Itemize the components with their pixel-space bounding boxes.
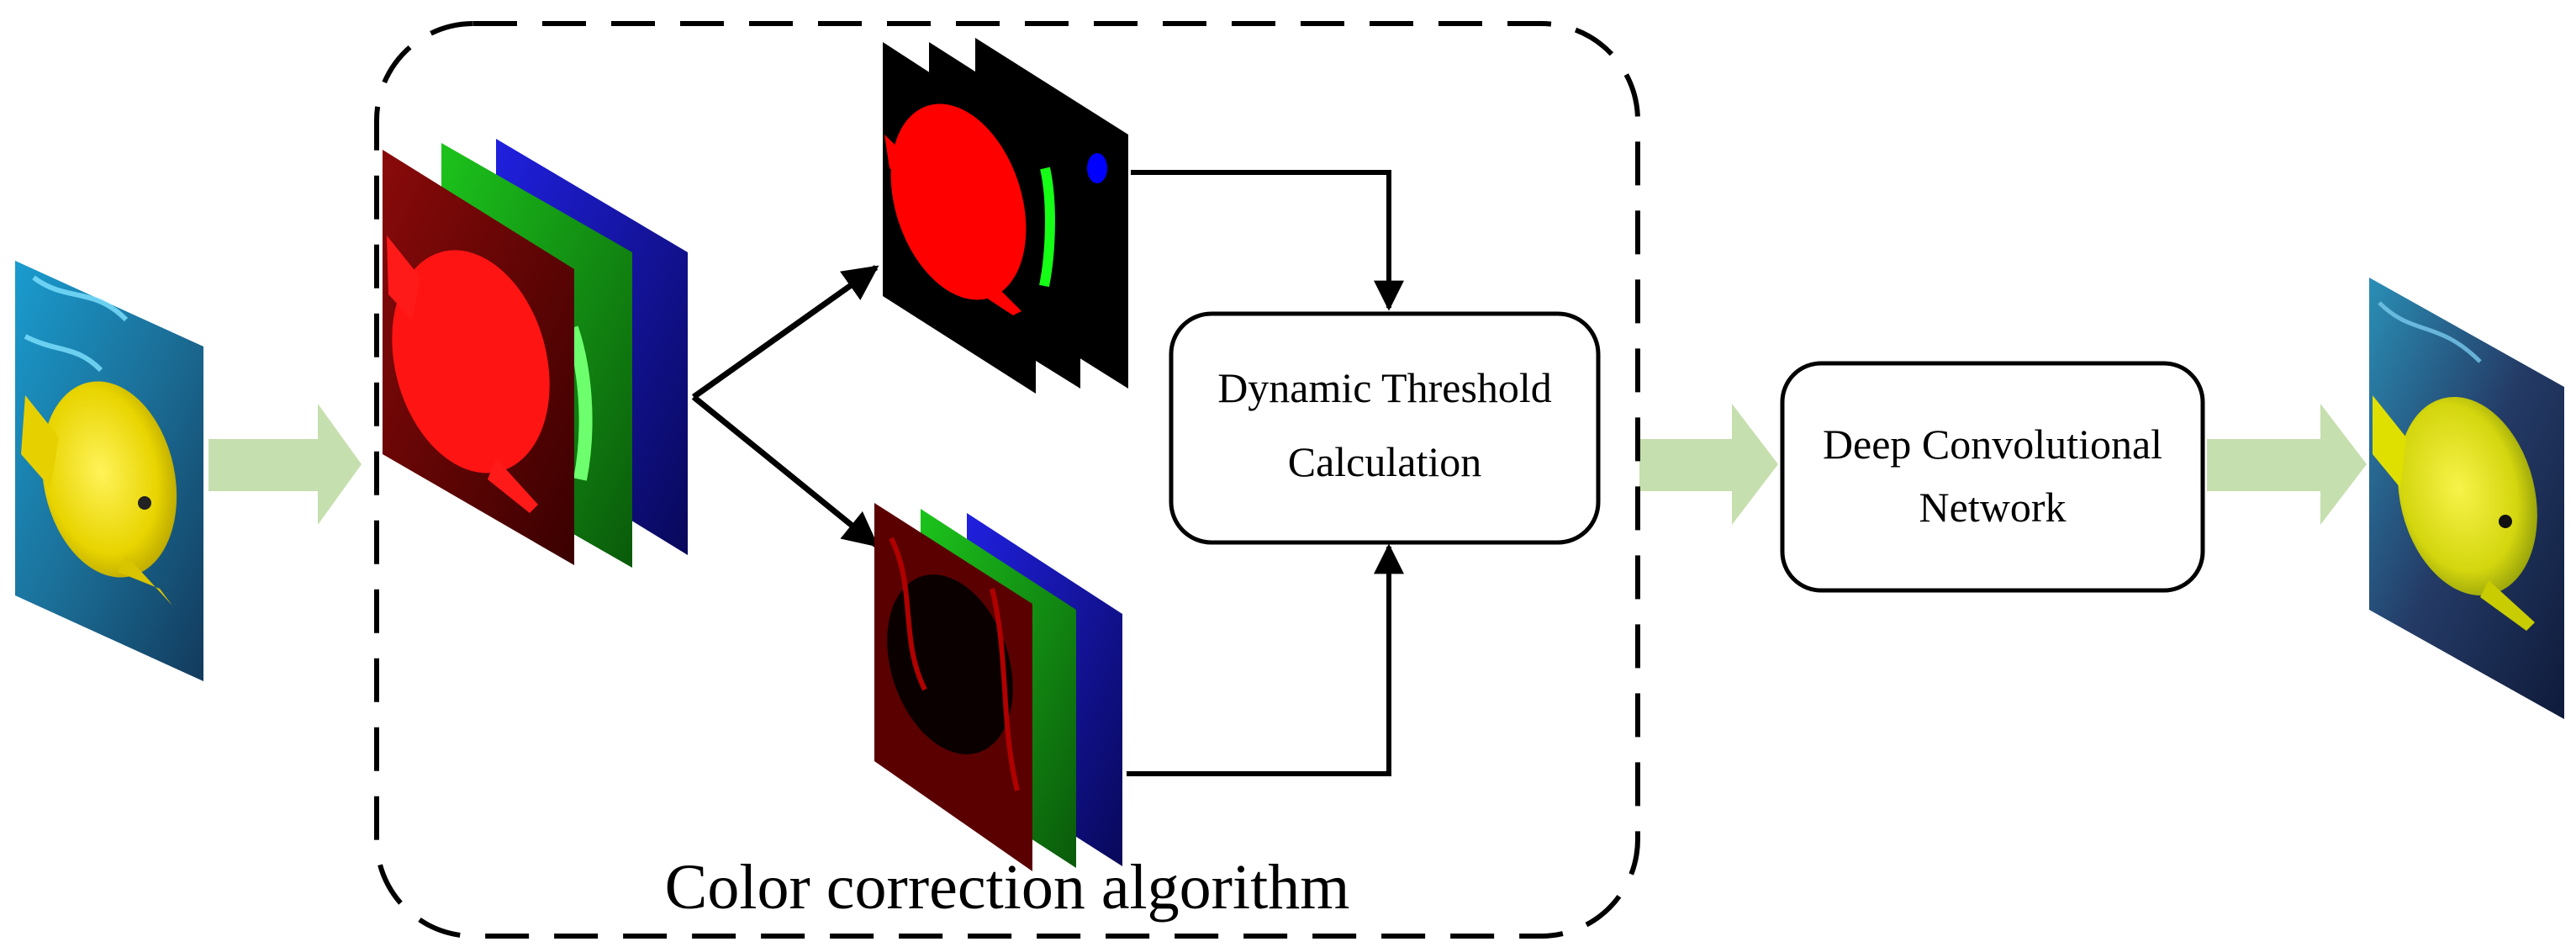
deep-conv-network-label-line2: Network (1919, 484, 2067, 531)
fish-mask-stack (883, 38, 1128, 394)
split-arrow-upper (691, 265, 879, 399)
flow-arrow-3 (2207, 404, 2367, 525)
color-correction-caption: Color correction algorithm (665, 852, 1350, 923)
color-correction-region (374, 21, 1640, 939)
deep-conv-network-box (1780, 361, 2205, 593)
input-image (15, 261, 203, 681)
upper-to-threshold-connector (1131, 170, 1404, 311)
flow-arrow-2 (1639, 404, 1778, 525)
output-image (2369, 278, 2564, 719)
deep-conv-network-label-line1: Deep Convolutional (1823, 421, 2162, 468)
rgb-channel-stack (383, 139, 688, 568)
dynamic-threshold-box (1169, 311, 1601, 545)
lower-to-threshold-connector (1127, 543, 1404, 776)
split-arrow-lower (691, 394, 879, 548)
background-mask-stack (874, 503, 1122, 871)
dynamic-threshold-label-line1: Dynamic Threshold (1217, 364, 1552, 411)
flow-arrow-1 (209, 404, 362, 525)
dynamic-threshold-label-line2: Calculation (1288, 438, 1482, 485)
